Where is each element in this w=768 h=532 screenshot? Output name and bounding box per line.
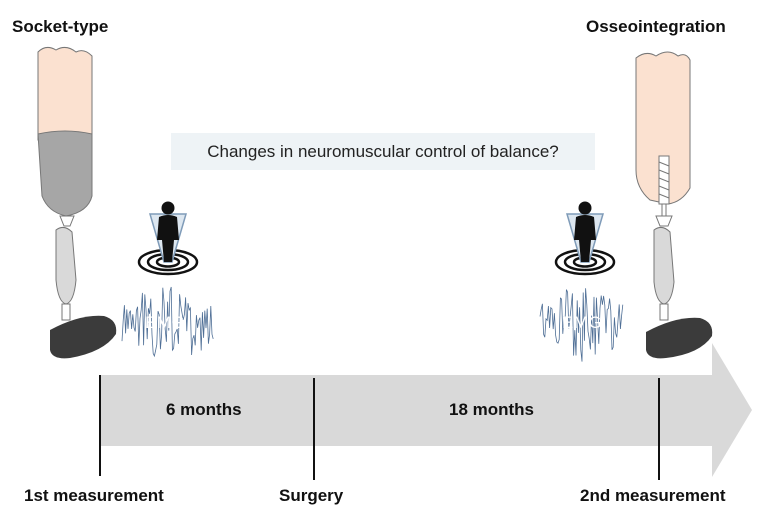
timeline-arrow xyxy=(100,343,752,477)
period-6-months: 6 months xyxy=(166,400,242,419)
emg-waveform xyxy=(539,288,624,362)
emg-label-1: EMG xyxy=(145,313,186,332)
milestone-surgery: Surgery xyxy=(279,486,344,505)
socket-prosthesis-icon xyxy=(37,46,117,359)
balance-figure-icon-1 xyxy=(137,201,199,276)
balance-figure-icon-2 xyxy=(554,201,616,276)
emg-signal-icon-2 xyxy=(539,288,624,362)
osseointegration-prosthesis-icon xyxy=(635,51,713,359)
milestone-2nd-measurement: 2nd measurement xyxy=(580,486,726,505)
research-question: Changes in neuromuscular control of bala… xyxy=(171,133,595,170)
period-18-months: 18 months xyxy=(449,400,535,419)
osseointegration-title: Osseointegration xyxy=(586,17,726,36)
emg-label-2: EMG xyxy=(562,313,603,332)
emg-signal-icon-1 xyxy=(121,286,214,358)
milestone-1st-measurement: 1st measurement xyxy=(24,486,164,505)
emg-waveform xyxy=(121,286,214,358)
socket-type-title: Socket-type xyxy=(12,17,109,36)
